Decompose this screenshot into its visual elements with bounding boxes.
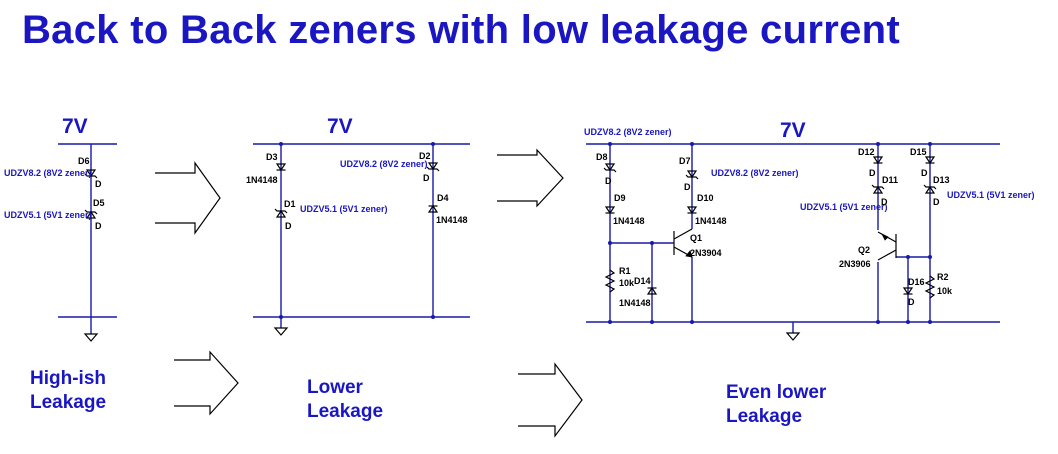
circuit-1: 7V D6 UDZV8.2 (8V2 zener) D D5 UDZV5.1 (… [4,115,117,342]
label-r1: R1 [619,266,631,276]
arrow-4 [518,362,583,438]
label-d4: D4 [437,193,449,203]
label-udzv82-1: UDZV8.2 (8V2 zener) [4,168,92,178]
label-q1: Q1 [690,233,702,243]
label-1n4148: 1N4148 [695,216,727,226]
label-d: D [908,297,915,307]
label-udzv51-4: UDZV5.1 (5V1 zener) [947,190,1035,200]
label-d12: D12 [858,147,875,157]
label-d10: D10 [697,193,714,203]
label-d: D [921,168,928,178]
label-q2: Q2 [858,245,870,255]
caption-even-line2: Leakage [726,406,803,427]
label-2n3904: 2N3904 [690,248,722,258]
label-d6: D6 [78,156,90,166]
label-d: D [869,168,876,178]
label-udzv82-4: UDZV8.2 (8V2 zener) [711,168,799,178]
caption-even-line1: Even lower [726,382,827,403]
label-udzv82-2: UDZV8.2 (8V2 zener) [340,159,428,169]
supply-label-3: 7V [780,119,806,142]
label-d3: D3 [266,152,278,162]
arrow-2 [497,148,564,208]
label-d: D [423,173,430,183]
label-1n4148: 1N4148 [619,298,651,308]
label-d: D [285,221,292,231]
supply-label-2: 7V [327,115,353,138]
label-r2: R2 [937,272,949,282]
label-d: D [933,197,940,207]
caption-lower-line2: Leakage [307,401,384,422]
label-d11: D11 [882,175,898,185]
page-title: Back to Back zeners with low leakage cur… [22,8,900,52]
label-d: D [684,182,691,192]
label-d8: D8 [596,152,608,162]
label-2n3906: 2N3906 [839,259,871,269]
label-d: D [881,197,888,207]
label-d2: D2 [419,151,431,161]
arrow-1 [155,161,221,235]
label-d1: D1 [284,199,296,209]
label-d9: D9 [614,193,626,203]
label-d7: D7 [679,156,691,166]
label-10k: 10k [937,286,953,296]
label-1n4148: 1N4148 [246,175,278,185]
label-d: D [95,179,102,189]
caption-high-line2: Leakage [30,392,107,413]
label-d15: D15 [910,147,927,157]
label-1n4148: 1N4148 [613,216,645,226]
label-d13: D13 [933,175,950,185]
label-udzv82-3: UDZV8.2 (8V2 zener) [584,127,672,137]
supply-label-1: 7V [62,115,88,138]
circuit-2: 7V D3 1N4148 D1 UDZV5.1 (5V1 zener) D D2… [246,115,470,336]
caption-even-lower-leakage: Even lower Leakage [726,381,826,429]
label-d14: D14 [634,276,651,286]
caption-lower-line1: Lower [307,377,363,398]
label-1n4148: 1N4148 [436,215,468,225]
arrow-3 [174,350,239,416]
circuit-3: UDZV8.2 (8V2 zener) 7V D8 D D9 1N4148 R1… [584,119,1035,341]
label-d5: D5 [93,198,105,208]
label-d: D [95,221,102,231]
label-udzv51-2: UDZV5.1 (5V1 zener) [300,204,388,214]
label-d: D [605,176,612,186]
label-udzv51-3: UDZV5.1 (5V1 zener) [800,202,888,212]
label-10k: 10k [619,278,635,288]
label-udzv51-1: UDZV5.1 (5V1 zener) [4,210,92,220]
label-d16: D16 [908,277,925,287]
caption-high-leakage: High-ish Leakage [30,367,106,415]
caption-high-line1: High-ish [30,368,106,389]
caption-lower-leakage: Lower Leakage [307,376,383,424]
